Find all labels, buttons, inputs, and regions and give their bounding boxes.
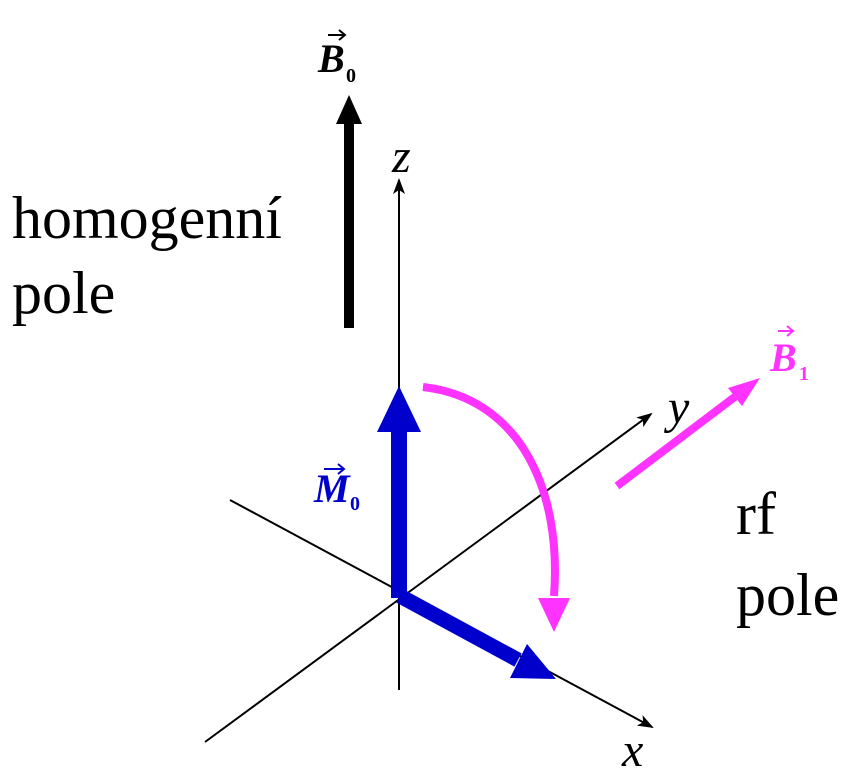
rf-field-line-2: pole (736, 562, 839, 628)
b1-label: B 1 (769, 325, 809, 385)
y-axis-label: y (663, 381, 690, 434)
rotation-arc-head (538, 598, 570, 632)
m0-subscript: 0 (350, 493, 360, 515)
y-axis (204, 412, 653, 743)
rotation-arc (422, 383, 559, 597)
b0-label: B 0 (317, 29, 356, 87)
m0-arrow-head (377, 386, 421, 432)
b0-subscript: 0 (346, 65, 356, 87)
homogeneous-field-line-1: homogenní (12, 185, 282, 251)
b1-arrow-head (728, 378, 760, 406)
b0-symbol: B (317, 36, 345, 81)
b1-arrow-shaft (614, 392, 739, 490)
x-axis-label: x (621, 724, 643, 774)
z-axis-label: z (391, 130, 411, 183)
mx-arrow-head (510, 644, 556, 679)
m0-label: M 0 (313, 463, 360, 515)
rf-field-line-1: rf (736, 481, 776, 547)
b1-symbol: B (769, 335, 797, 380)
mx-arrow-shaft (396, 589, 522, 667)
b0-arrow-shaft (344, 118, 354, 328)
homogeneous-field-line-2: pole (12, 260, 115, 326)
b1-subscript: 1 (799, 363, 809, 385)
m0-arrow-shaft (391, 418, 407, 598)
m0-symbol: M (313, 466, 351, 511)
b0-arrow-head (336, 95, 362, 124)
